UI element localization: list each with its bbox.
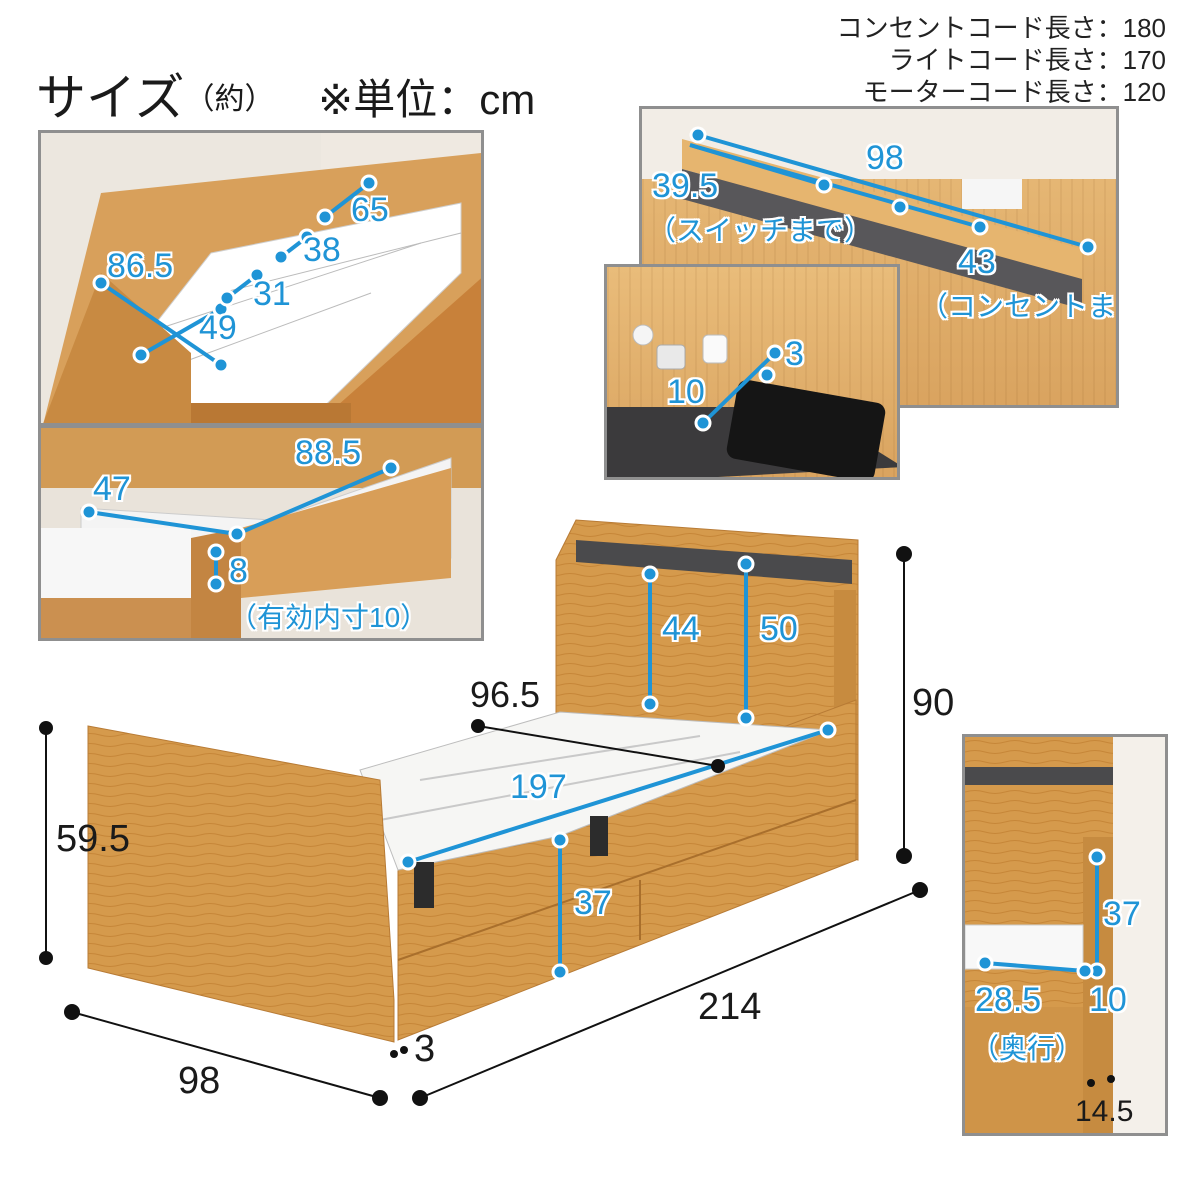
side-detail-panel: 37 28.5 （奥行） 10 14.5 <box>962 734 1168 1136</box>
page-title: サイズ（約） <box>36 58 275 130</box>
slat-illustration <box>41 133 481 423</box>
drawer-effective-note: （有効内寸10） <box>229 602 429 633</box>
headboard-shelf-dimension-lines <box>689 126 1097 256</box>
title-approx: （約） <box>184 83 275 116</box>
shelf-width-label: 98 <box>866 139 904 177</box>
cord-light-length: ライトコード長さ：170 <box>888 45 1166 75</box>
bed-footboard-height-label: 59.5 <box>56 818 130 860</box>
shelf-switch-label: 39.5 <box>652 167 719 205</box>
side-depth-note: （奥行） <box>971 1033 1084 1064</box>
bed-headboard-height-label: 90 <box>912 682 955 724</box>
slat-dim-49: 49 <box>199 309 237 347</box>
side-height-label: 37 <box>1103 895 1141 933</box>
slat-dim-38: 38 <box>303 231 341 269</box>
side-bottom-label: 14.5 <box>1075 1095 1134 1128</box>
title-main: サイズ <box>36 70 185 126</box>
cord-outlet-length: コンセントコード長さ：180 <box>836 13 1166 43</box>
side-thickness-label: 10 <box>1089 981 1127 1019</box>
drawer-photo-panel: 88.5 47 8 （有効内寸10） <box>38 425 484 641</box>
cord-motor-length: モーターコード長さ：120 <box>862 77 1166 107</box>
bed-panel1-label: 44 <box>662 610 700 648</box>
shelf-outlet-note: （コンセントまで） <box>920 291 1117 322</box>
slat-dim-86-5: 86.5 <box>107 247 174 285</box>
shelf-outlet-label: 43 <box>958 243 996 281</box>
shelf-switch-note: （スイッチまで） <box>648 215 873 246</box>
phone-slot-depth-label: 10 <box>667 373 705 411</box>
bed-width-label: 98 <box>178 1060 221 1102</box>
phone-slot-illustration <box>607 324 897 477</box>
slat-photo-panel: 86.5 49 31 38 65 <box>38 130 484 426</box>
drawer-depth-label: 47 <box>93 470 131 508</box>
side-detail-illustration <box>965 737 1165 1133</box>
bed-side-height-label: 37 <box>574 884 612 922</box>
side-detail-dimension-lines <box>976 848 1115 1087</box>
bed-panel2-label: 50 <box>760 610 798 648</box>
slat-dimension-lines <box>92 174 378 374</box>
bed-inner-width-label: 96.5 <box>470 674 541 715</box>
bed-clearance-label: 3 <box>414 1028 436 1070</box>
unit-label: ※単位：cm <box>318 76 536 123</box>
drawer-dimension-lines <box>80 459 400 593</box>
slat-dim-65: 65 <box>351 191 389 229</box>
phone-slot-panel: 3 10 <box>604 264 900 480</box>
drawer-height-label: 8 <box>229 552 248 590</box>
bed-length-label: 214 <box>698 986 762 1028</box>
side-depth-label: 28.5 <box>975 981 1042 1019</box>
phone-slot-gap-label: 3 <box>785 335 804 373</box>
drawer-width-label: 88.5 <box>295 434 362 472</box>
drawer-illustration <box>41 428 481 638</box>
phone-slot-dimension-lines <box>694 344 784 432</box>
slat-dim-31: 31 <box>253 275 291 313</box>
bed-inner-length-label: 197 <box>510 768 567 806</box>
